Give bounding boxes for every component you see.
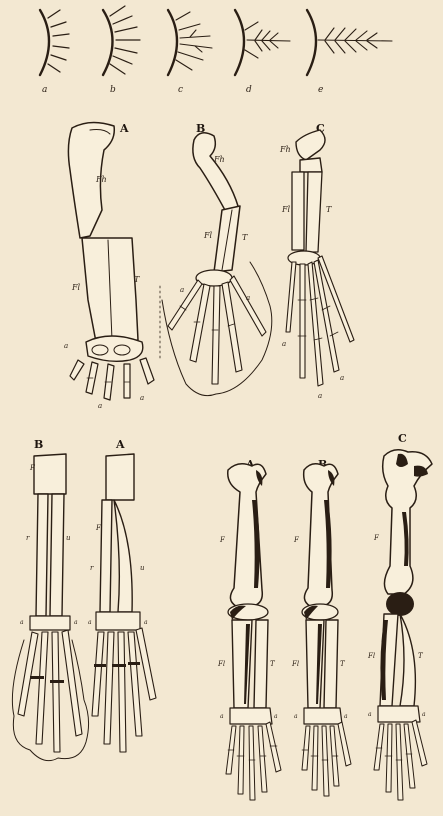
lower-left-limb-b-caption: B [34,438,43,451]
lower-right-limb-a-label-3: a [220,713,224,720]
lower-right-limb-b-label-3: a [294,713,298,720]
fin-ray-e: e [307,10,392,95]
lower-left-limb-b-label-1: r [26,534,30,542]
lower-right-limb-c-label-2: T [418,652,424,660]
lower-right-limb-b: B F Fl T a a [291,458,351,796]
lower-right-limb-c-label-3: a [368,711,372,718]
lower-left-limb-a-caption: A [115,438,125,451]
lower-right-limb-b-label-2: T [340,660,346,668]
fin-ray-b: b [103,6,140,95]
lower-left-limb-b-label-3: a [20,619,24,626]
lower-left-limb-a-label-4: a [144,619,148,626]
fin-ray-d: d [235,10,290,95]
middle-limb-c: C Fh Fl T a a a [279,122,354,400]
middle-limb-c-label-1: Fl [281,205,291,214]
fin-label-d: d [246,85,252,95]
middle-limb-b-label-2: T [242,233,248,242]
fin-ray-a: a [40,10,69,95]
middle-limb-a-label-4: a [98,402,102,410]
lower-right-limb-b-label-4: a [344,713,348,720]
fin-ray-series: a b [40,6,392,95]
middle-limb-a-caption: A [119,122,129,135]
middle-limb-b-label-4: a [246,294,250,302]
middle-limb-b-label-1: Fl [203,231,213,240]
fin-label-b: b [110,85,116,95]
lower-right-limb-a: A F Fl T a a [217,458,281,800]
middle-limb-c-label-3: a [282,340,286,348]
fin-label-c: c [178,85,183,95]
lower-right-limb-a-label-1: Fl [217,660,225,668]
middle-limb-a-label-0: Fh [95,175,107,184]
lower-left-limb-a: A F r u a a [88,438,156,752]
middle-limb-a-label-3: a [64,342,68,350]
lower-right-limb-a-label-2: T [270,660,276,668]
middle-limb-a-label-1: Fl [71,283,81,292]
lower-right-limb-c-label-0: F [373,534,380,542]
middle-limb-b: B Fh Fl T a a [160,122,272,396]
lower-left-limb-a-label-3: a [88,619,92,626]
fin-label-e: e [318,85,323,95]
middle-limb-a: A Fh Fl T a a a [64,122,154,410]
middle-limb-b-label-3: a [180,286,184,294]
lower-right-limb-a-label-0: F [219,536,226,544]
middle-limb-a-label-2: T [134,275,140,284]
lower-left-limb-b-label-4: a [74,619,78,626]
lower-left-limb-a-label-2: u [140,564,145,572]
fin-ray-c: c [168,10,212,95]
lower-left-limb-b-label-2: u [66,534,71,542]
lower-left-limb-a-label-1: r [90,564,94,572]
middle-limb-c-label-0: Fh [279,145,291,154]
lower-right-limb-b-label-0: F [293,536,300,544]
middle-limb-b-label-0: Fh [213,155,225,164]
lower-right-limb-c: C F Fl T a a [367,432,432,800]
lower-right-limb-c-label-1: Fl [367,652,375,660]
middle-limb-c-label-4: a [318,392,322,400]
lower-right-limb-c-caption: C [398,432,407,445]
lower-left-limb-b: B F r u a a [12,438,88,761]
lower-right-limb-a-label-4: a [274,713,278,720]
fin-label-a: a [42,85,47,95]
middle-limb-a-label-5: a [140,394,144,402]
middle-limb-c-label-5: a [340,374,344,382]
middle-limb-c-label-2: T [326,205,332,214]
lower-right-limb-c-label-4: a [422,711,426,718]
lower-right-limb-b-label-1: Fl [291,660,299,668]
